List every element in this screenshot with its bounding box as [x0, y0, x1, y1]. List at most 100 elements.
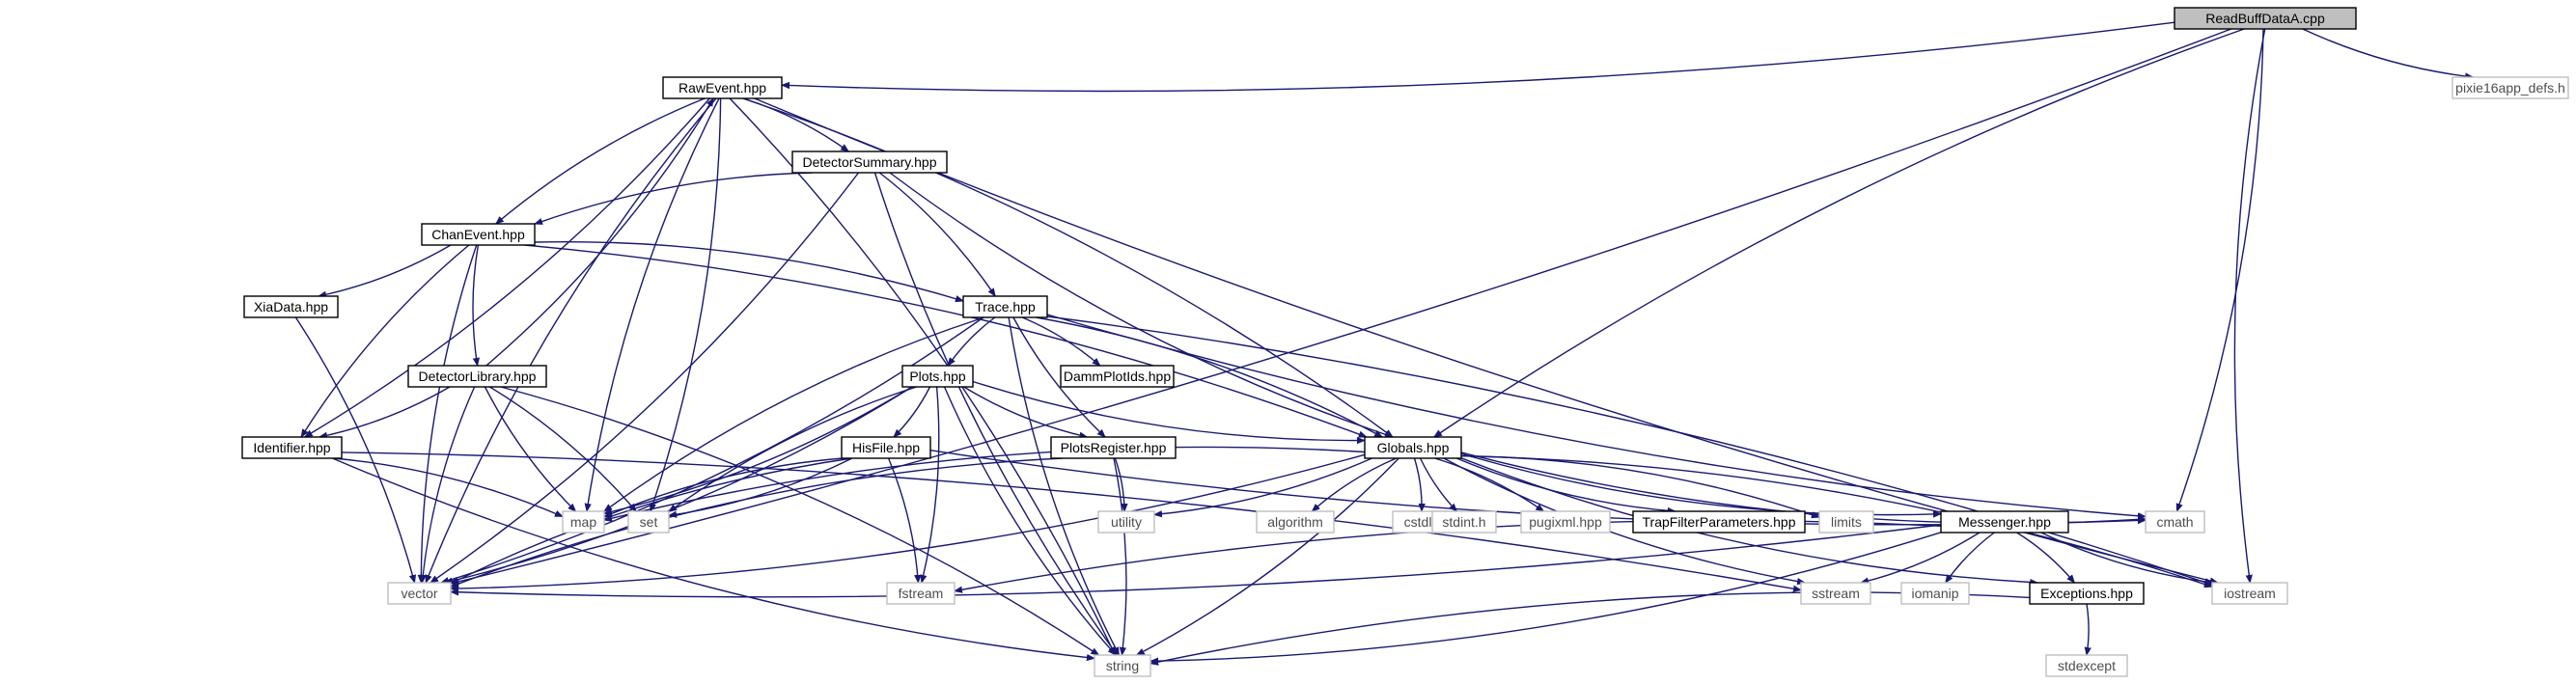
edge-exceptions-to-stdexcept	[2087, 603, 2089, 655]
edge-plots-to-globals	[972, 380, 1365, 441]
edge-readbuff-to-pixie16	[2302, 28, 2473, 77]
node-label-string: string	[1106, 658, 1139, 673]
edge-messenger-to-sstream	[1861, 532, 1980, 583]
edge-plots-to-plotsregister	[963, 386, 1088, 437]
node-iostream: iostream	[2211, 582, 2288, 605]
node-set: set	[627, 510, 670, 534]
node-label-vector: vector	[401, 586, 437, 601]
edge-xiadata-to-vector	[294, 316, 414, 583]
node-label-detlib: DetectorLibrary.hpp	[419, 369, 537, 384]
node-box-plots	[901, 365, 974, 388]
node-label-trace: Trace.hpp	[975, 299, 1036, 315]
node-vector: vector	[387, 582, 452, 605]
node-label-chanevent: ChanEvent.hpp	[431, 227, 525, 242]
node-box-cmath	[2145, 510, 2205, 534]
edge-readbuff-to-vector	[451, 28, 2231, 584]
node-label-iostream: iostream	[2224, 586, 2276, 601]
edge-identifier-to-sstream	[341, 451, 1801, 590]
node-detsummary[interactable]: DetectorSummary.hpp	[791, 150, 948, 174]
node-pugixml: pugixml.hpp	[1520, 510, 1611, 534]
node-label-dammplotids: DammPlotIds.hpp	[1064, 369, 1171, 384]
node-box-string	[1094, 654, 1151, 677]
edge-messenger-to-string	[1150, 532, 1942, 662]
node-box-stdinth	[1431, 510, 1497, 534]
edge-globals-to-stdinth	[1419, 457, 1457, 511]
node-hisfile[interactable]: HisFile.hpp	[841, 436, 931, 459]
node-label-pugixml: pugixml.hpp	[1529, 514, 1602, 530]
node-readbuff[interactable]: ReadBuffDataA.cpp	[2174, 7, 2357, 30]
edge-globals-to-sstream	[1443, 457, 1805, 583]
node-box-fstream	[886, 582, 956, 605]
node-exceptions[interactable]: Exceptions.hpp	[2029, 582, 2145, 605]
node-dammplotids[interactable]: DammPlotIds.hpp	[1060, 365, 1175, 388]
node-plotsregister[interactable]: PlotsRegister.hpp	[1050, 436, 1177, 459]
node-label-plotsregister: PlotsRegister.hpp	[1061, 440, 1167, 455]
dependency-edges	[294, 21, 2473, 664]
node-label-plots: Plots.hpp	[909, 369, 966, 384]
edge-trace-to-cmath	[1046, 314, 2146, 516]
node-stdexcept: stdexcept	[2045, 654, 2128, 677]
edge-hisfile-to-vector	[451, 457, 852, 585]
edge-readbuff-to-iostream	[2233, 28, 2266, 583]
edge-globals-to-cstdlib	[1413, 457, 1423, 511]
node-box-pixie16	[2451, 76, 2569, 99]
edge-globals-to-iostream	[1460, 455, 2212, 588]
node-identifier[interactable]: Identifier.hpp	[241, 436, 343, 459]
node-box-exceptions	[2029, 582, 2145, 605]
edge-chanevent-to-xiadata	[319, 244, 452, 296]
edge-chanevent-to-globals	[524, 244, 1367, 438]
node-box-messenger	[1940, 510, 2069, 534]
node-box-globals	[1364, 436, 1462, 459]
edge-detsummary-to-globals	[889, 172, 1393, 437]
edge-exceptions-to-string	[1150, 591, 2031, 664]
edge-plotsregister-to-vector	[451, 457, 1064, 588]
node-globals[interactable]: Globals.hpp	[1364, 436, 1462, 459]
edge-messenger-to-iomanip	[1946, 532, 1995, 583]
edge-plots-to-fstream	[922, 386, 940, 583]
node-detlib[interactable]: DetectorLibrary.hpp	[407, 365, 547, 388]
edge-rawevent-to-set	[651, 97, 722, 511]
node-chanevent[interactable]: ChanEvent.hpp	[421, 223, 536, 246]
node-trace[interactable]: Trace.hpp	[962, 295, 1048, 318]
edge-messenger-to-iostream	[2040, 532, 2213, 583]
edge-chanevent-to-trace	[534, 240, 963, 301]
node-utility: utility	[1097, 510, 1155, 534]
node-box-plotsregister	[1050, 436, 1177, 459]
edge-trace-to-plots	[948, 316, 996, 366]
edge-identifier-to-map	[333, 457, 563, 518]
node-box-stdexcept	[2045, 654, 2128, 677]
node-iomanip: iomanip	[1900, 582, 1970, 605]
node-box-detlib	[407, 365, 547, 388]
edge-messenger-to-exceptions	[2016, 532, 2075, 583]
edge-rawevent-to-detsummary	[743, 97, 848, 151]
edge-detsummary-to-vector	[430, 172, 860, 583]
node-box-readbuff	[2174, 7, 2357, 30]
node-label-set: set	[640, 514, 658, 530]
node-box-identifier	[241, 436, 343, 459]
edge-rawevent-to-identifier	[305, 97, 710, 438]
node-label-globals: Globals.hpp	[1377, 440, 1450, 455]
edge-messenger-to-vector	[451, 524, 1942, 598]
edge-plotsregister-to-utility	[1114, 457, 1124, 511]
node-label-pixie16: pixie16app_defs.h	[2455, 80, 2565, 96]
edge-detlib-to-rawevent	[485, 98, 714, 367]
node-sstream: sstream	[1800, 582, 1871, 605]
edge-globals-to-utility	[1154, 457, 1372, 515]
node-rawevent[interactable]: RawEvent.hpp	[662, 76, 783, 99]
edge-chanevent-to-detlib	[472, 244, 478, 366]
edge-trace-to-globals	[1036, 316, 1382, 438]
node-xiadata[interactable]: XiaData.hpp	[243, 295, 339, 318]
node-trapfilter[interactable]: TrapFilterParameters.hpp	[1632, 510, 1806, 534]
node-plots[interactable]: Plots.hpp	[901, 365, 974, 388]
node-box-iostream	[2211, 582, 2288, 605]
node-label-trapfilter: TrapFilterParameters.hpp	[1643, 514, 1796, 530]
node-box-pugixml	[1520, 510, 1611, 534]
node-messenger[interactable]: Messenger.hpp	[1940, 510, 2069, 534]
edge-globals-to-pugixml	[1434, 457, 1544, 511]
edge-detsummary-to-trace	[878, 172, 995, 296]
node-label-iomanip: iomanip	[1911, 586, 1958, 601]
edge-rawevent-to-iostream	[754, 97, 2218, 583]
edge-globals-to-algorithm	[1312, 457, 1397, 511]
node-box-iomanip	[1900, 582, 1970, 605]
